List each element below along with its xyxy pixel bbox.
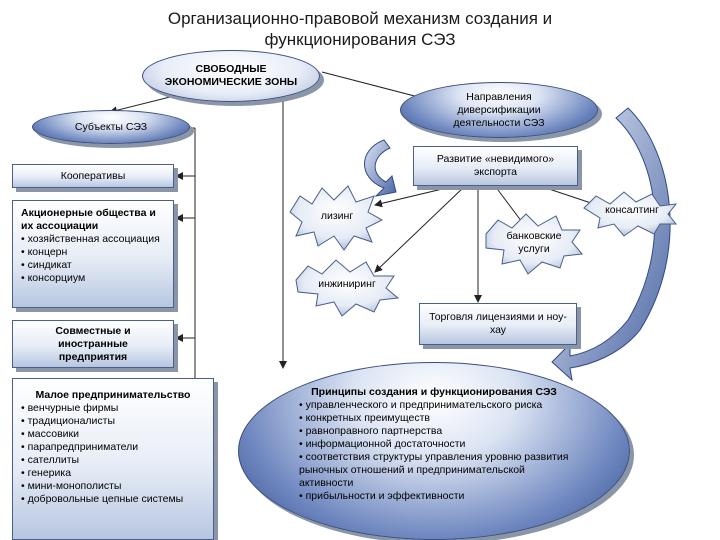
jsc-title: Акционерные общества и их ассоциации <box>21 207 156 232</box>
principle-item-1: • управленческого и предпринимательского… <box>299 398 543 411</box>
small-item-7: • мини-монополисты <box>21 480 122 492</box>
principle-item-3: • равноправного партнерства <box>299 424 443 437</box>
title-line-2: функционирования СЭЗ <box>264 30 456 49</box>
sez-label: СВОБОДНЫЕ ЭКОНОМИЧЕСКИЕ ЗОНЫ <box>164 63 298 88</box>
directions-label: Направления диверсификации деятельности … <box>453 90 545 129</box>
cloud-engineering <box>295 259 400 317</box>
small-business-title: Малое предпринимательство <box>35 389 191 401</box>
curved-arrow-left <box>364 139 397 197</box>
jsc-box: Акционерные общества и их ассоциации • х… <box>12 200 174 308</box>
cooperatives-box: Кооперативы <box>12 164 174 188</box>
subjects-oval: Субъекты СЭЗ <box>32 110 190 144</box>
licenses-label: Торговля лицензиями и ноу-хау <box>429 311 567 336</box>
principles-oval: Принципы создания и функционирования СЭЗ… <box>238 362 630 540</box>
small-item-6: • генерика <box>21 467 72 479</box>
title-line-1: Организационно-правовой механизм создани… <box>167 9 553 28</box>
joint-ventures-label: Совместные и иностранные предприятия <box>55 324 131 363</box>
cooperatives-label: Кооперативы <box>60 169 126 182</box>
invisible-export-box: Развитие «невидимого» экспорта <box>413 146 578 186</box>
directions-oval: Направления диверсификации деятельности … <box>400 82 598 138</box>
cloud-consulting <box>583 191 678 237</box>
licenses-box: Торговля лицензиями и ноу-хау <box>419 303 577 345</box>
arrow-to-engineering <box>374 185 466 273</box>
small-item-2: • традиционалисты <box>21 415 116 427</box>
engineering-label: инжиниринг <box>318 278 376 290</box>
subjects-label: Субъекты СЭЗ <box>74 120 148 133</box>
sez-oval: СВОБОДНЫЕ ЭКОНОМИЧЕСКИЕ ЗОНЫ <box>142 50 320 102</box>
arrow-to-leasing <box>374 185 456 208</box>
jsc-item-2: • концерн <box>21 246 68 258</box>
cloud-leasing <box>289 185 384 251</box>
principle-item-6: • прибыльности и эффективности <box>299 489 465 502</box>
principle-item-4: • информационной достаточности <box>299 437 466 450</box>
small-item-1: • венчурные фирмы <box>21 402 119 414</box>
small-item-4: • парапредприниматели <box>21 441 139 453</box>
banking-label: банковские услуги <box>506 230 562 255</box>
small-item-5: • сателлиты <box>21 454 80 466</box>
principles-content: Принципы создания и функционирования СЭЗ… <box>299 386 569 503</box>
cloud-banking <box>485 213 583 275</box>
jsc-item-4: • консорциум <box>21 272 86 284</box>
jsc-item-1: • хозяйственная ассоциация <box>21 233 160 245</box>
small-item-3: • массовики <box>21 428 80 440</box>
principle-item-5: • соответствия структуры управления уров… <box>299 450 569 489</box>
small-business-box: Малое предпринимательство • венчурные фи… <box>12 378 214 540</box>
principle-item-2: • конкретных преимуществ <box>299 411 431 424</box>
leasing-label: лизинг <box>320 210 354 222</box>
consulting-label: консалтинг <box>605 204 659 216</box>
diagram-title: Организационно-правовой механизм создани… <box>100 8 620 50</box>
joint-ventures-box: Совместные и иностранные предприятия <box>12 320 174 368</box>
small-item-8: • добровольные цепные системы <box>21 493 184 505</box>
principles-title: Принципы создания и функционирования СЭЗ <box>311 385 557 398</box>
invisible-export-label: Развитие «невидимого» экспорта <box>436 153 555 178</box>
jsc-item-3: • синдикат <box>21 259 72 271</box>
